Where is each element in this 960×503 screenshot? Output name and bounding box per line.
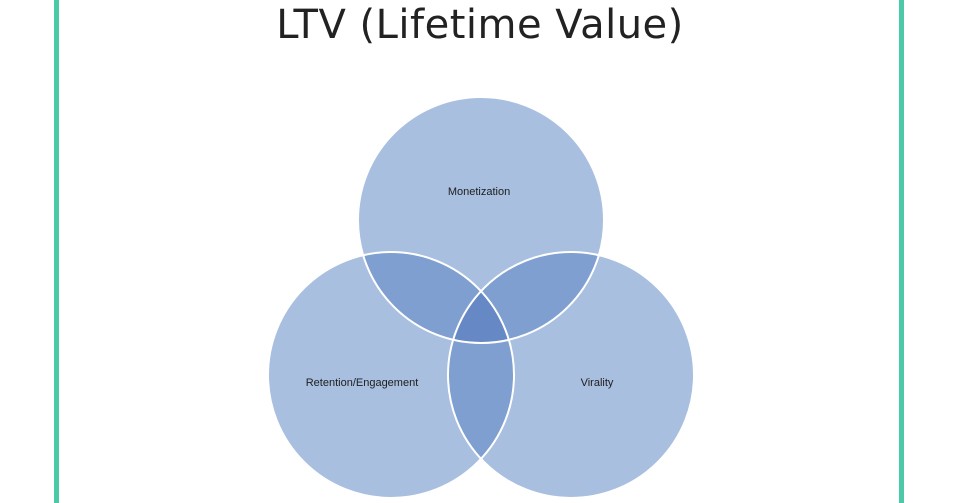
venn-outline-retention xyxy=(267,251,515,499)
diagram-title: LTV (Lifetime Value) xyxy=(276,2,684,48)
venn-outline-virality xyxy=(447,251,695,499)
venn-label-retention: Retention/Engagement xyxy=(306,377,419,389)
venn-overlap-monetization-retention xyxy=(358,252,514,343)
venn-label-monetization: Monetization xyxy=(448,186,510,198)
frame-border-right xyxy=(899,0,904,503)
venn-overlap-monetization-virality xyxy=(448,252,604,343)
venn-outline-monetization xyxy=(357,96,605,344)
frame-border-left xyxy=(54,0,59,503)
venn-label-virality: Virality xyxy=(581,377,614,389)
